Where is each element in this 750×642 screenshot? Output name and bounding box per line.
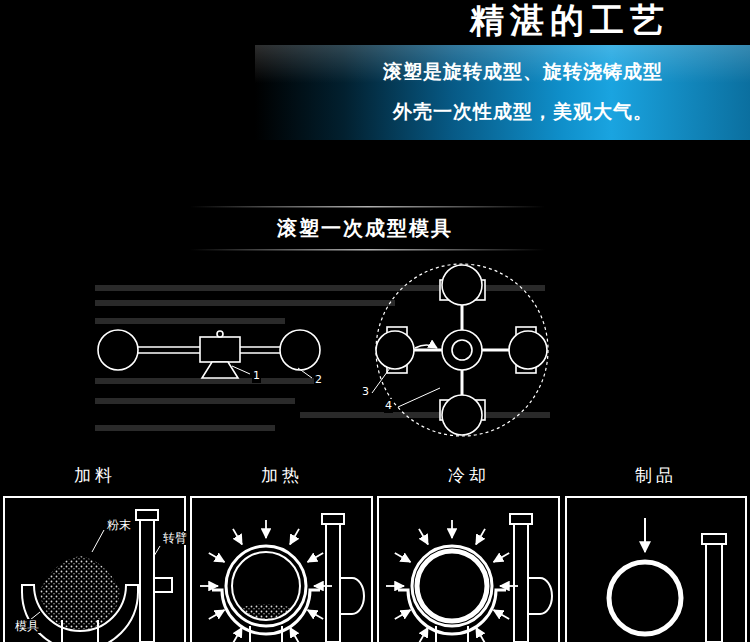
heat-arrow bbox=[395, 610, 411, 619]
heat-arrow bbox=[209, 610, 225, 619]
heat-arrow bbox=[386, 585, 404, 587]
heat-arrow bbox=[308, 610, 324, 619]
intro-band: 滚塑是旋转成型、旋转浇铸成型外壳一次性成型，美观大气。 bbox=[255, 45, 750, 140]
callout-number: 2 bbox=[314, 373, 323, 386]
intro-text: 滚塑是旋转成型、旋转浇铸成型 bbox=[255, 59, 750, 85]
section-heading: 滚塑一次成型模具 bbox=[276, 216, 454, 240]
intro-text: 外壳一次性成型，美观大气。 bbox=[255, 99, 750, 125]
heat-arrow bbox=[265, 520, 267, 538]
heat-arrow bbox=[314, 585, 332, 587]
callout-number: 4 bbox=[384, 399, 393, 412]
step-panel: 制品 bbox=[565, 496, 747, 642]
part-label: 粉末 bbox=[106, 518, 132, 532]
step-panel: 冷却 bbox=[377, 496, 560, 642]
heat-arrow bbox=[419, 529, 428, 545]
heat-arrow bbox=[233, 628, 242, 642]
step-heading: 冷却 bbox=[379, 464, 558, 487]
heat-arrow bbox=[290, 628, 299, 642]
callout-number: 3 bbox=[361, 385, 370, 398]
step-heading: 制品 bbox=[567, 464, 745, 487]
step-panel: 加热 bbox=[190, 496, 373, 642]
step-heading: 加料 bbox=[5, 464, 184, 487]
heat-arrow bbox=[290, 529, 299, 545]
heat-arrow bbox=[419, 628, 428, 642]
heat-arrow bbox=[233, 529, 242, 545]
heat-arrow bbox=[209, 553, 225, 562]
page-title: 精湛的工艺 bbox=[470, 0, 670, 44]
heat-arrow bbox=[476, 628, 485, 642]
part-label: 转臂 bbox=[162, 531, 188, 545]
heat-arrow bbox=[494, 553, 510, 562]
heat-arrow bbox=[500, 585, 518, 587]
heat-arrow bbox=[451, 520, 453, 538]
heat-arrow bbox=[200, 585, 218, 587]
heat-arrow bbox=[308, 553, 324, 562]
heat-arrow bbox=[395, 553, 411, 562]
callout-number: 1 bbox=[252, 369, 261, 382]
step-heading: 加热 bbox=[192, 464, 371, 487]
part-label: 模具 bbox=[14, 619, 40, 633]
heat-arrow bbox=[476, 529, 485, 545]
heat-arrow bbox=[494, 610, 510, 619]
